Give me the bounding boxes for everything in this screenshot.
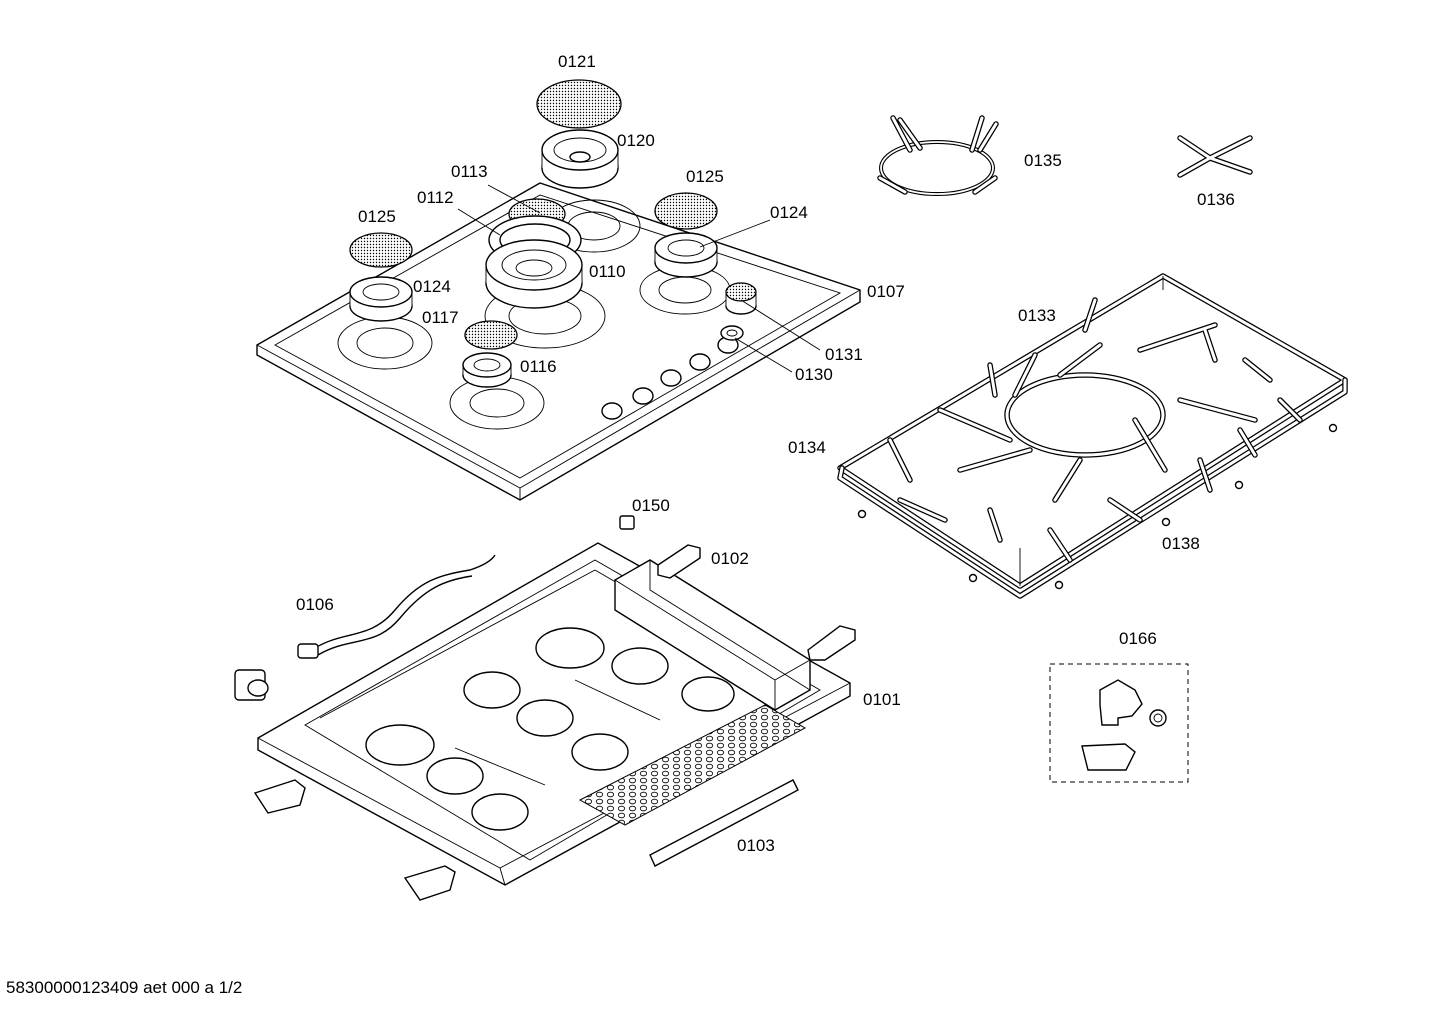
burner-head-0110 <box>485 239 583 309</box>
label-0113: 0113 <box>451 162 488 181</box>
gas-elbow-kit-0166 <box>1049 663 1189 783</box>
clamp-brackets <box>253 779 456 901</box>
label-0136: 0136 <box>1197 190 1235 209</box>
label-0166: 0166 <box>1119 629 1157 648</box>
seal-strip-0103 <box>649 779 799 867</box>
label-0110: 0110 <box>589 262 626 281</box>
base-tray-0101 <box>257 542 851 886</box>
label-0131: 0131 <box>825 345 863 364</box>
label-0107: 0107 <box>867 282 905 301</box>
burner-head-0124-left <box>349 276 413 322</box>
label-0125-left: 0125 <box>358 207 396 226</box>
control-knob-0131 <box>725 282 757 315</box>
wok-ring-0135 <box>877 115 999 196</box>
label-0138: 0138 <box>1162 534 1200 553</box>
label-0130: 0130 <box>795 365 833 384</box>
burner-cap-0117 <box>464 320 518 350</box>
rubber-feet-0138 <box>857 423 1338 590</box>
bracket-right <box>807 625 856 661</box>
label-0125-right: 0125 <box>686 167 724 186</box>
burner-cap-0121 <box>536 79 622 129</box>
label-0120: 0120 <box>617 131 655 150</box>
burner-head-0124-right <box>654 232 718 278</box>
simmer-plate-0136 <box>1177 135 1253 178</box>
burner-cap-0125-left <box>349 232 413 268</box>
label-0106: 0106 <box>296 595 334 614</box>
label-0112: 0112 <box>417 188 454 207</box>
label-0133: 0133 <box>1018 306 1056 325</box>
label-0121: 0121 <box>558 52 596 71</box>
bracket-0102 <box>657 544 701 579</box>
label-0150: 0150 <box>632 496 670 515</box>
document-id-footer: 58300000123409 aet 000 a 1/2 <box>6 978 243 997</box>
label-0101: 0101 <box>863 690 901 709</box>
spacer-0150 <box>619 515 635 530</box>
burner-cap-0125-right <box>654 192 718 230</box>
callout-labels: 0121 0120 0113 0112 0125 0125 0124 0124 … <box>296 52 1235 855</box>
leader-lines <box>457 184 821 373</box>
label-0135: 0135 <box>1024 151 1062 170</box>
label-0102: 0102 <box>711 549 749 568</box>
label-0124-right: 0124 <box>770 203 808 222</box>
power-cable-0106 <box>297 554 496 659</box>
pan-support-grate <box>837 273 1348 599</box>
burner-head-0120 <box>541 129 619 189</box>
label-0116: 0116 <box>520 357 557 376</box>
gas-connector-left <box>234 669 269 701</box>
label-0134: 0134 <box>788 438 826 457</box>
label-0117: 0117 <box>422 308 459 327</box>
label-0124-left: 0124 <box>413 277 451 296</box>
label-0103: 0103 <box>737 836 775 855</box>
knob-ring-0130 <box>720 325 744 341</box>
burner-head-0116 <box>462 352 512 388</box>
